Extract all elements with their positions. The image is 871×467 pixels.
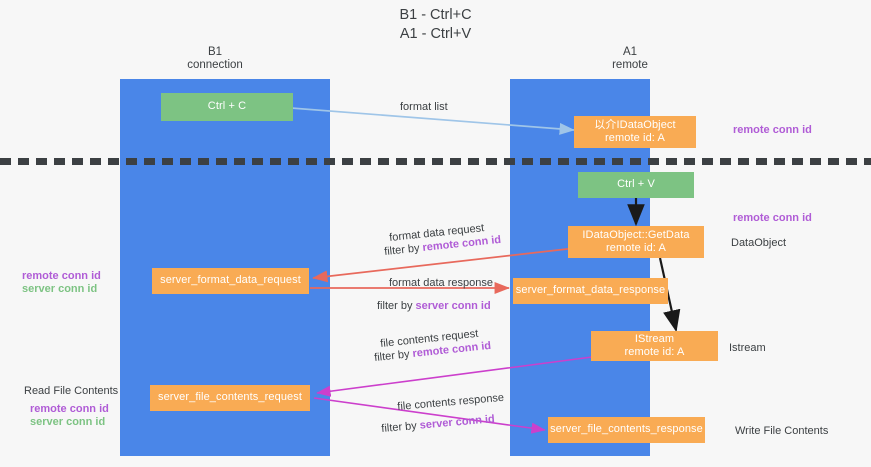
column-header-b1: B1 connection — [155, 46, 275, 72]
page-title: B1 - Ctrl+C A1 - Ctrl+V — [0, 6, 871, 44]
side-label-left-remote-conn-id-mid: remote conn id — [22, 270, 101, 282]
box-ctrl-c[interactable]: Ctrl + C — [161, 93, 293, 121]
edge-label-format-data-response: format data response — [389, 277, 493, 289]
box-server-file-contents-request-label: server_file_contents_request — [157, 391, 303, 404]
box-server-format-data-request[interactable]: server_format_data_request — [152, 268, 309, 294]
box-server-file-contents-response-label: server_file_contents_response — [550, 423, 703, 436]
box-dataobject-remote[interactable]: 以介IDataObject remote id: A — [574, 116, 696, 148]
column-header-a1: A1 remote — [570, 46, 690, 72]
format-data-request-filter-prefix: filter by — [383, 242, 424, 259]
box-getdata[interactable]: IDataObject::GetData remote id: A — [568, 226, 704, 258]
box-ctrl-v-label: Ctrl + V — [617, 178, 655, 191]
title-line-1: B1 - Ctrl+C — [399, 7, 472, 23]
column-header-a1-line1: A1 — [622, 46, 638, 58]
format-data-response-filter-key: server conn id — [415, 300, 491, 312]
file-contents-response-filter-key: server conn id — [419, 413, 496, 432]
box-dataobject-remote-line2: remote id: A — [605, 132, 665, 144]
column-header-a1-line2: remote — [612, 59, 648, 71]
box-server-file-contents-response[interactable]: server_file_contents_response — [548, 417, 705, 443]
side-label-remote-conn-id-top: remote conn id — [733, 124, 812, 136]
format-data-response-filter-prefix: filter by — [377, 300, 416, 312]
box-ctrl-c-label: Ctrl + C — [207, 100, 247, 113]
edge-label-file-contents-response: file contents response — [396, 391, 505, 414]
box-ctrl-v[interactable]: Ctrl + V — [578, 172, 694, 198]
box-istream[interactable]: IStream remote id: A — [591, 331, 718, 361]
box-getdata-line2: remote id: A — [606, 242, 666, 254]
column-header-b1-line1: B1 — [207, 46, 223, 58]
side-label-dataobject: DataObject — [731, 237, 787, 249]
box-dataobject-remote-line1: 以介IDataObject — [594, 118, 676, 131]
box-server-format-data-response[interactable]: server_format_data_response — [513, 278, 668, 304]
box-istream-line1: IStream — [634, 332, 675, 345]
dashed-separator-line — [0, 158, 871, 165]
side-label-read-file-contents: Read File Contents — [24, 385, 119, 397]
file-contents-response-filter-prefix: filter by — [380, 419, 421, 436]
side-label-left-server-conn-id-mid: server conn id — [22, 283, 98, 295]
box-istream-line2: remote id: A — [624, 346, 685, 358]
edge-label-format-list: format list — [400, 101, 448, 113]
file-contents-request-filter-prefix: filter by — [373, 348, 414, 365]
title-line-2: A1 - Ctrl+V — [399, 26, 472, 42]
box-server-format-data-response-label: server_format_data_response — [515, 284, 666, 297]
column-header-b1-line2: connection — [187, 59, 243, 71]
side-label-left-remote-conn-id-bottom: remote conn id — [30, 403, 109, 415]
box-server-file-contents-request[interactable]: server_file_contents_request — [150, 385, 310, 411]
side-label-left-server-conn-id-bottom: server conn id — [30, 416, 106, 428]
box-server-format-data-request-label: server_format_data_request — [160, 274, 301, 287]
edge-label-file-contents-response-filter: filter by server conn id — [381, 412, 496, 436]
side-label-istream: Istream — [729, 342, 766, 354]
side-label-remote-conn-id-mid: remote conn id — [733, 212, 812, 224]
edge-label-format-data-response-filter: filter by server conn id — [377, 299, 491, 313]
side-label-write-file-contents: Write File Contents — [735, 425, 829, 437]
box-getdata-line1: IDataObject::GetData — [582, 228, 690, 241]
